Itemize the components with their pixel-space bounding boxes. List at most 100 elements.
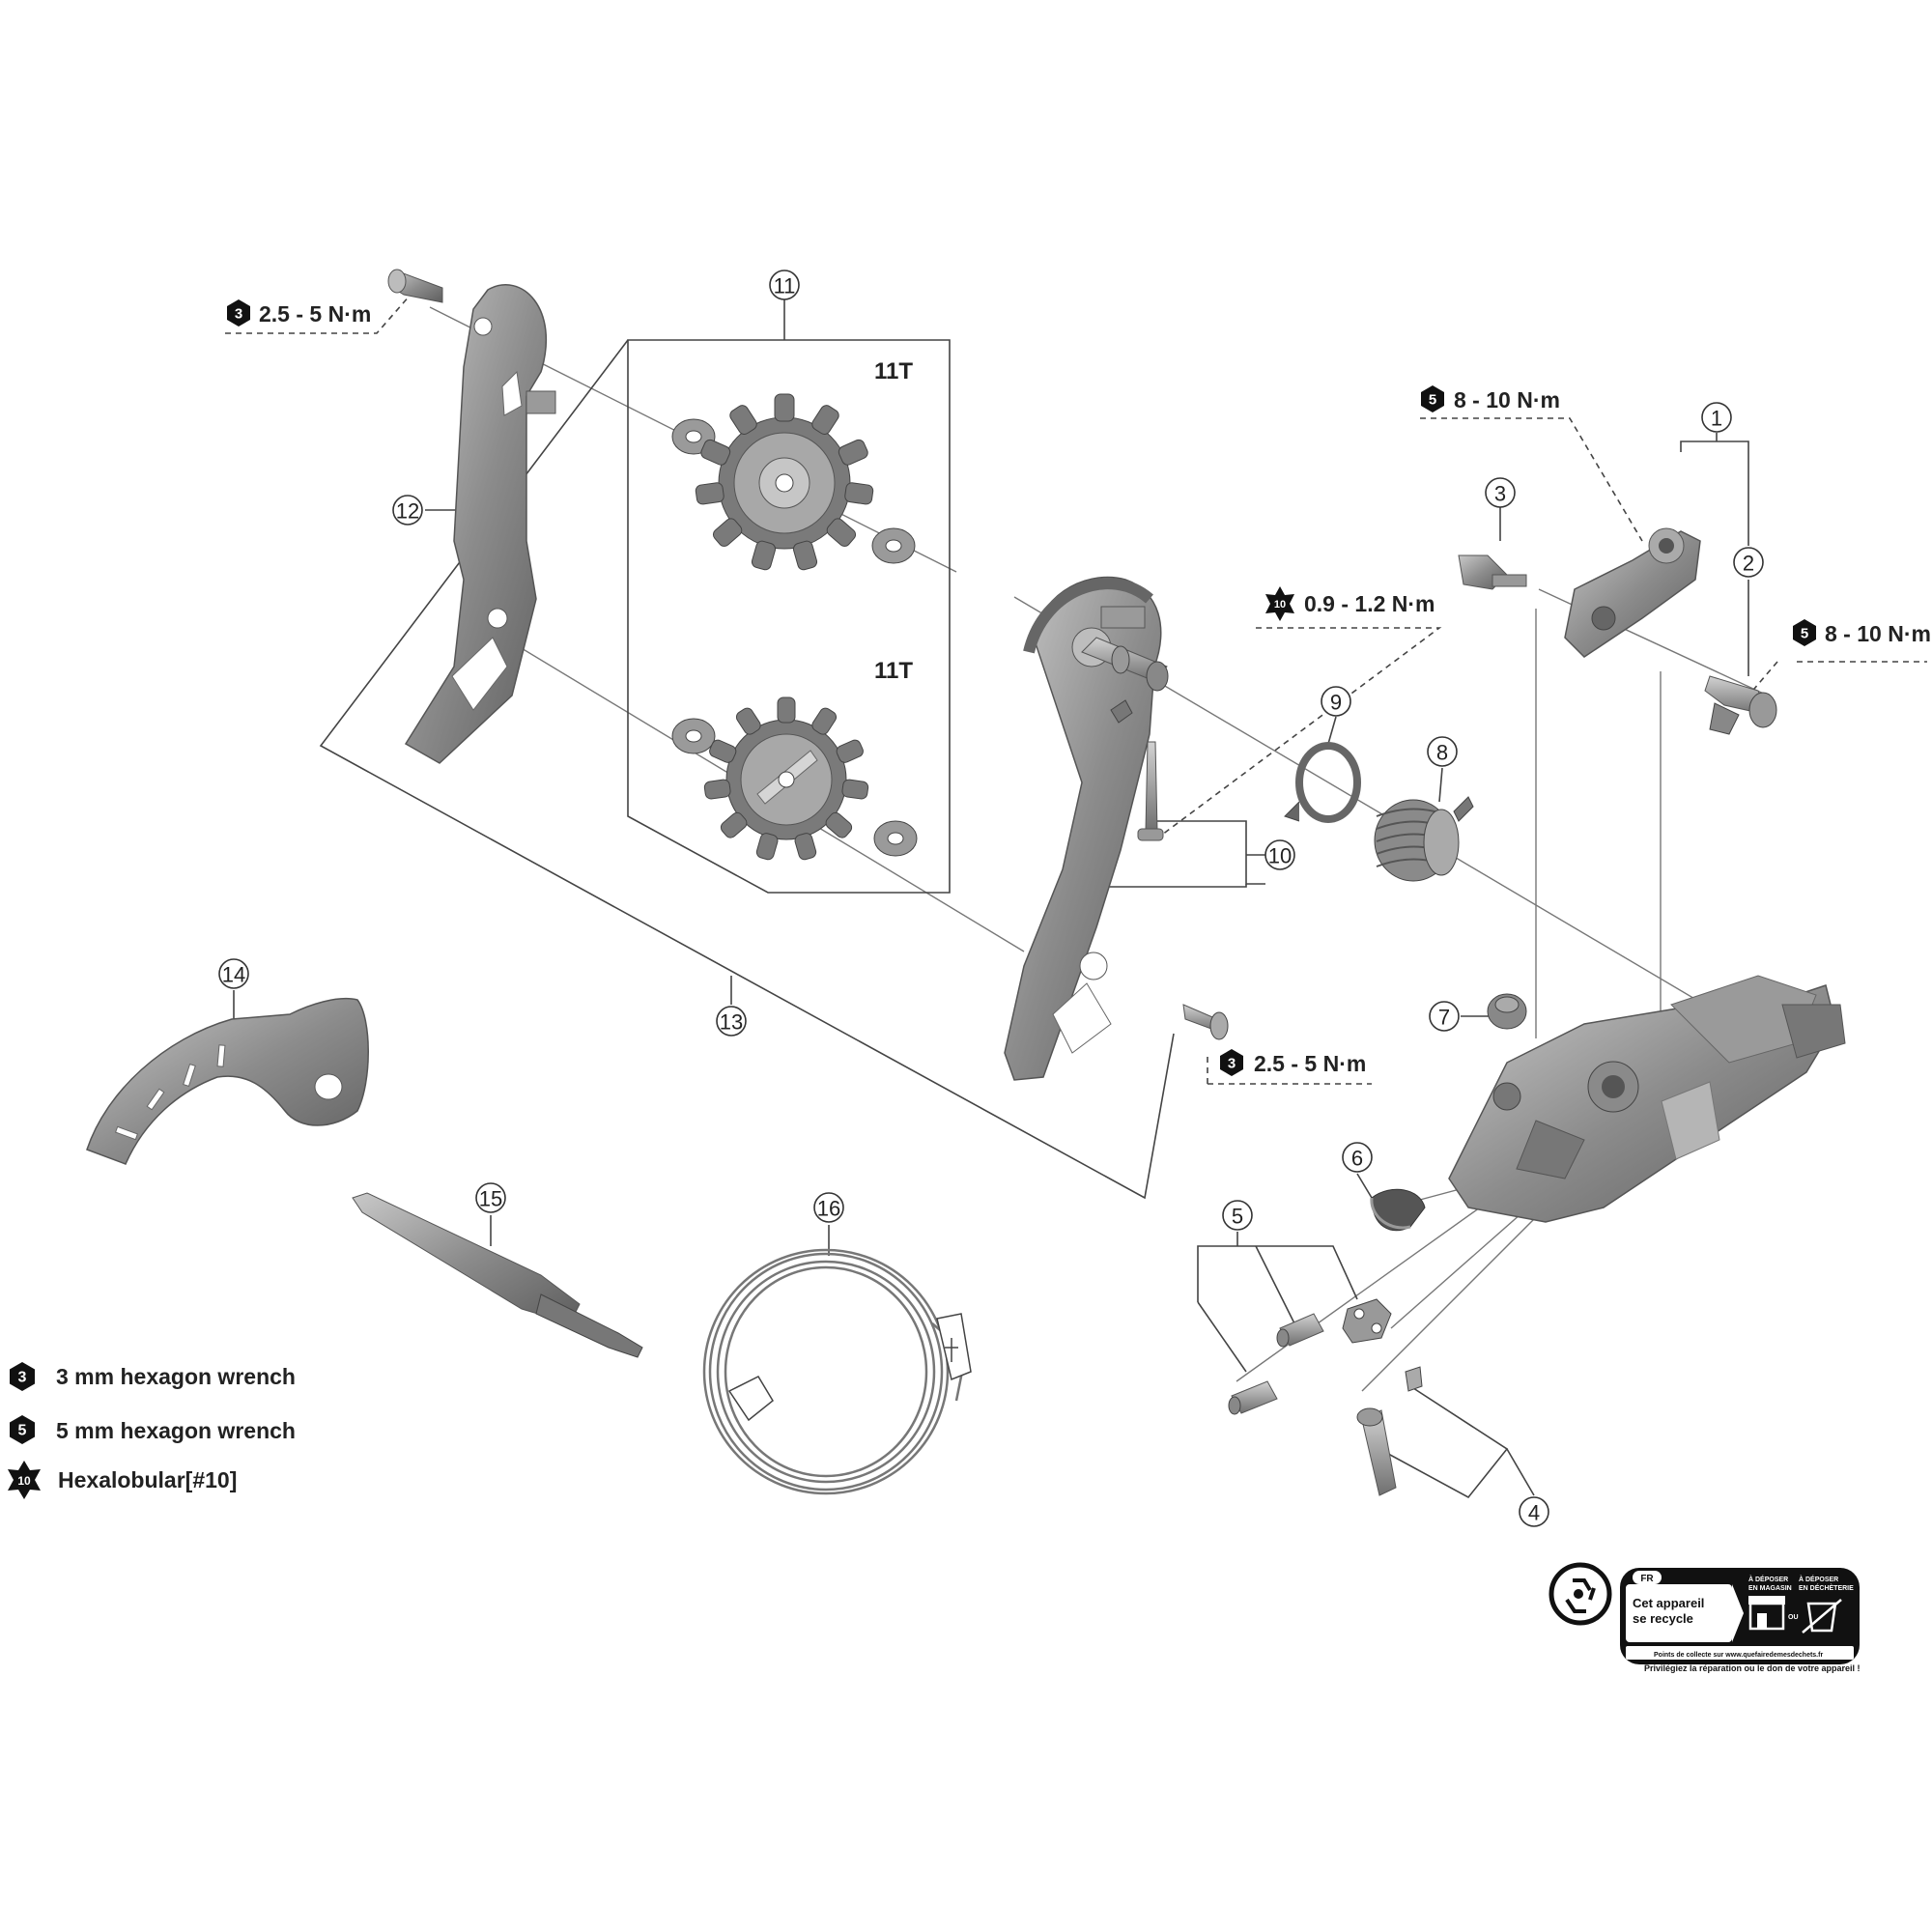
svg-text:10: 10 — [1274, 599, 1286, 611]
svg-text:3: 3 — [235, 306, 242, 323]
callout-7: 7 — [1429, 1001, 1460, 1032]
upper-pulley — [695, 393, 874, 571]
rubber-cover — [1370, 1188, 1426, 1232]
cap-nut — [1487, 993, 1527, 1030]
tool-legend: 3 3 mm hexagon wrench 5 5 mm hexagon wre… — [8, 1362, 296, 1499]
svg-text:5: 5 — [18, 1423, 27, 1439]
callout-number: 1 — [1711, 407, 1722, 431]
hex-5mm-icon: 5 — [1793, 619, 1816, 646]
callout-number: 11 — [774, 274, 796, 298]
svg-text:À DÉPOSER: À DÉPOSER — [1748, 1575, 1788, 1583]
hex-5mm-icon: 5 — [10, 1415, 35, 1444]
torque-label-2: 5 8 - 10 N·m — [1421, 385, 1560, 412]
recycle-main-text: Cet appareil — [1633, 1596, 1704, 1610]
callout-3: 3 — [1485, 477, 1516, 508]
plate-bolt-upper — [387, 269, 443, 303]
triman-recycle-icon — [1548, 1562, 1612, 1626]
torque-label-5: 3 2.5 - 5 N·m — [1220, 1049, 1366, 1076]
svg-text:2.5 - 5 N·m: 2.5 - 5 N·m — [1254, 1051, 1366, 1076]
hex-3mm-icon: 3 — [227, 299, 250, 327]
callout-number: 3 — [1494, 482, 1506, 506]
callout-number: 5 — [1232, 1205, 1243, 1229]
svg-text:2.5 - 5 N·m: 2.5 - 5 N·m — [259, 301, 371, 327]
hexalobular-icon: 10 — [8, 1461, 41, 1499]
plate-bolt-lower — [1182, 1004, 1229, 1040]
usb-connector — [936, 1313, 972, 1381]
torque-label-4: 5 8 - 10 N·m — [1793, 619, 1931, 646]
pivot-pin — [1405, 1366, 1423, 1392]
callout-number: 4 — [1528, 1501, 1540, 1525]
shop-icon — [1748, 1596, 1785, 1631]
callout-number: 14 — [222, 963, 245, 987]
callout-number: 12 — [396, 499, 419, 524]
svg-text:À DÉPOSER: À DÉPOSER — [1799, 1575, 1838, 1583]
callout-6: 6 — [1342, 1142, 1373, 1173]
usb-cable — [702, 1248, 968, 1495]
callout-number: 8 — [1436, 741, 1448, 765]
upper-pulley-teeth-label: 11T — [874, 358, 913, 384]
svg-text:10: 10 — [17, 1474, 31, 1488]
inner-plate — [1004, 576, 1169, 1081]
callout-number: 15 — [479, 1187, 502, 1211]
washer — [871, 527, 916, 564]
callout-13: 13 — [716, 1006, 747, 1037]
lower-pulley-teeth-label: 11T — [874, 658, 913, 684]
callout-8: 8 — [1427, 736, 1458, 767]
washer — [671, 718, 716, 754]
adjusting-screw — [1228, 1380, 1278, 1415]
hex-5mm-icon: 5 — [1421, 385, 1444, 412]
callout-10: 10 — [1264, 839, 1295, 870]
hexalobular-icon: 10 — [1265, 586, 1294, 621]
b-tension-screw — [1458, 554, 1527, 590]
svg-text:5: 5 — [1429, 392, 1436, 409]
adjusting-screw — [1276, 1313, 1324, 1348]
legend-item: 10 Hexalobular[#10] — [8, 1461, 237, 1499]
washer — [873, 820, 918, 857]
callout-number: 6 — [1351, 1147, 1363, 1171]
legend-item: 5 5 mm hexagon wrench — [10, 1415, 296, 1444]
recycling-label: FR Cet appareil se recycle À DÉPOSER EN … — [1548, 1562, 1861, 1673]
svg-text:5 mm hexagon wrench: 5 mm hexagon wrench — [56, 1418, 296, 1443]
callout-number: 7 — [1438, 1006, 1450, 1030]
outer-plate — [404, 284, 556, 764]
svg-text:se recycle: se recycle — [1633, 1611, 1693, 1626]
torque-label-1: 3 2.5 - 5 N·m — [227, 299, 371, 327]
lower-pulley — [703, 696, 869, 861]
cage-stopper-pin — [1137, 741, 1164, 841]
svg-text:3: 3 — [18, 1370, 27, 1386]
svg-text:8 - 10 N·m: 8 - 10 N·m — [1825, 621, 1931, 646]
callout-number: 16 — [817, 1197, 840, 1221]
callout-number: 2 — [1743, 552, 1754, 576]
torque-label-3: 10 0.9 - 1.2 N·m — [1265, 586, 1435, 621]
svg-text:OU: OU — [1788, 1614, 1799, 1621]
callout-5: 5 — [1222, 1200, 1253, 1231]
svg-text:0.9 - 1.2 N·m: 0.9 - 1.2 N·m — [1304, 591, 1435, 616]
svg-text:EN MAGASIN: EN MAGASIN — [1748, 1585, 1792, 1592]
svg-text:Privilégiez la réparation ou l: Privilégiez la réparation ou le don de v… — [1644, 1663, 1861, 1673]
mounting-bolt — [1704, 675, 1777, 735]
tension-spring — [1374, 796, 1474, 882]
svg-text:Hexalobular[#10]: Hexalobular[#10] — [58, 1467, 237, 1492]
callout-14: 14 — [218, 958, 249, 989]
legend-item: 3 3 mm hexagon wrench — [10, 1362, 296, 1391]
callout-number: 9 — [1330, 691, 1342, 715]
callout-number: 10 — [1268, 844, 1292, 868]
svg-text:FR: FR — [1640, 1574, 1654, 1584]
callout-16: 16 — [813, 1192, 844, 1223]
chain-guide — [86, 997, 369, 1165]
b-link-bracket — [1564, 527, 1701, 658]
hex-3mm-icon: 3 — [1220, 1049, 1243, 1076]
callout-9: 9 — [1321, 686, 1351, 717]
callout-11: 11 — [769, 270, 800, 300]
derailleur-main-body — [1448, 975, 1846, 1223]
dump-icon — [1802, 1599, 1842, 1634]
callout-number: 13 — [720, 1010, 743, 1035]
svg-text:5: 5 — [1801, 626, 1808, 642]
callout-4: 4 — [1519, 1496, 1549, 1527]
adjust-plate — [1342, 1298, 1392, 1344]
hex-3mm-icon: 3 — [10, 1362, 35, 1391]
callout-12: 12 — [392, 495, 423, 526]
callout-1: 1 — [1701, 402, 1732, 433]
